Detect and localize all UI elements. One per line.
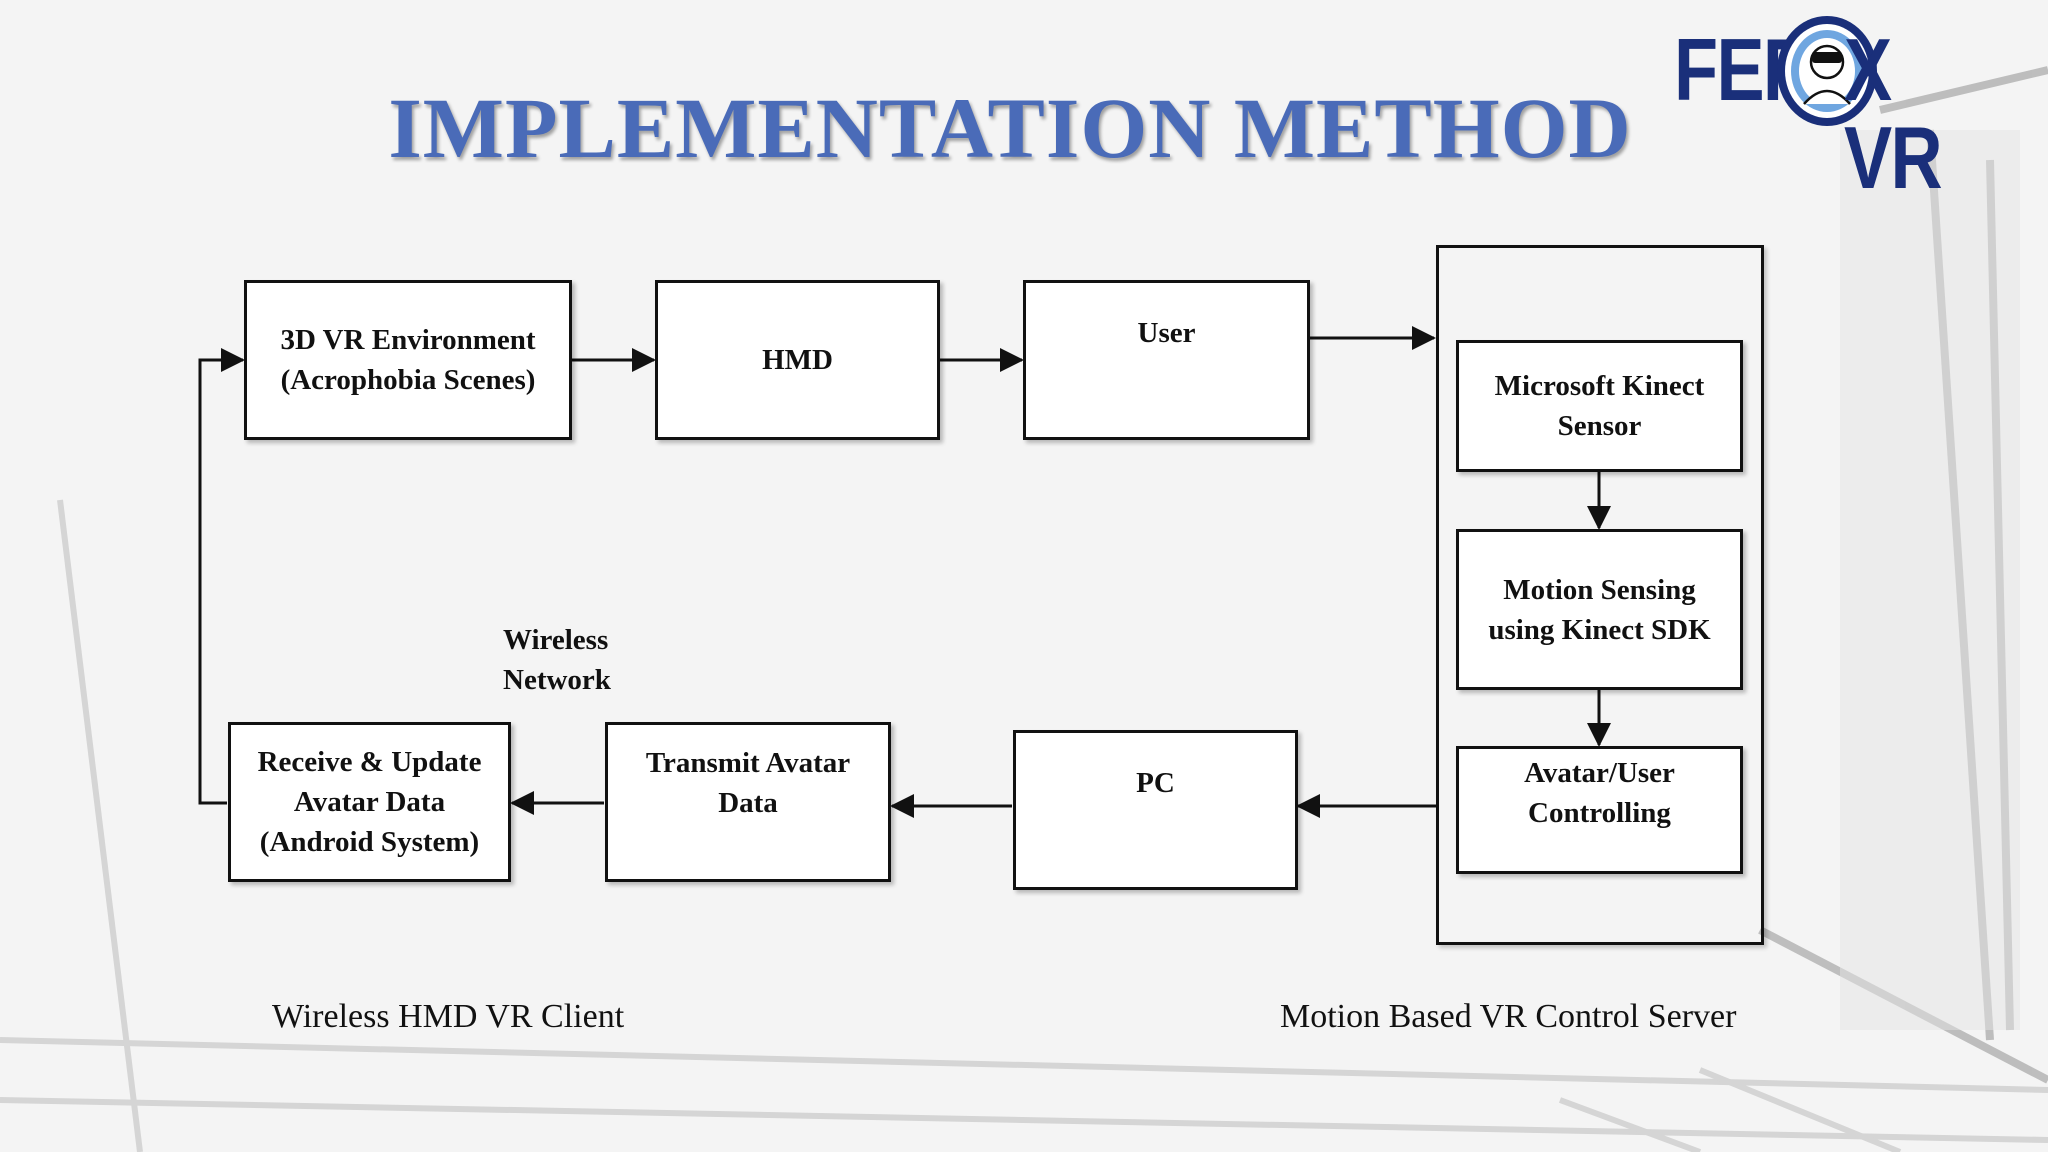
node-avatar-user-controlling: Avatar/User Controlling [1456,746,1743,874]
logo-text-right: X VR [1844,20,1943,207]
node-receive-update-avatar-data: Receive & Update Avatar Data (Android Sy… [228,722,511,882]
slide-title: IMPLEMENTATION METHOD [388,80,1632,176]
vr-headset-person-icon [1777,16,1877,126]
node-pc: PC [1013,730,1298,890]
node-microsoft-kinect-sensor: Microsoft Kinect Sensor [1456,340,1743,472]
client-caption: Wireless HMD VR Client [272,998,625,1035]
node-transmit-avatar-data: Transmit Avatar Data [605,722,891,882]
server-caption: Motion Based VR Control Server [1280,998,1737,1035]
node-3d-vr-environment: 3D VR Environment (Acrophobia Scenes) [244,280,572,440]
arrow-receive-to-vrenv [198,348,245,805]
node-motion-sensing: Motion Sensing using Kinect SDK [1456,529,1743,690]
node-hmd: HMD [655,280,940,440]
node-user: User [1023,280,1310,440]
ferox-vr-logo: FER X VR [1668,8,1988,202]
server-group-container [1436,245,1764,945]
wireless-network-label: Wireless Network [503,624,611,696]
